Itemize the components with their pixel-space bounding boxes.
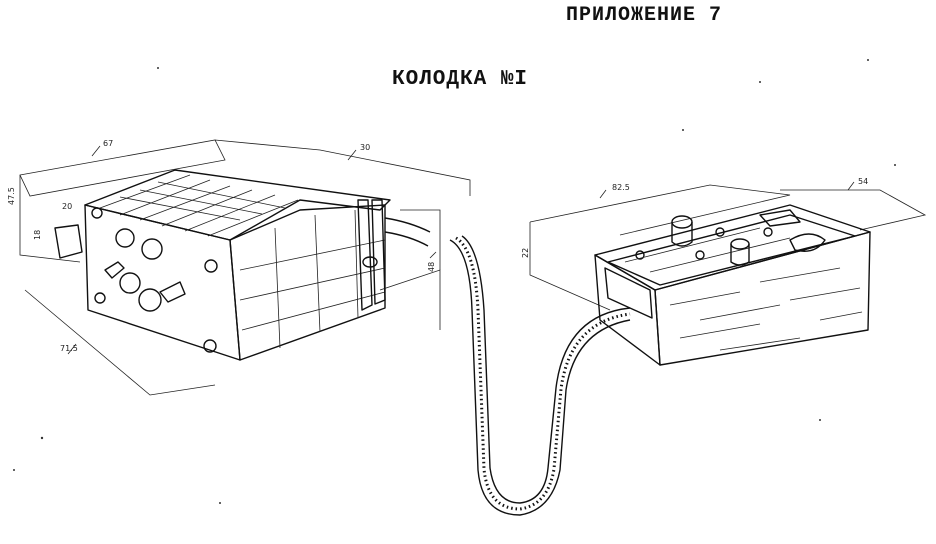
dim-left-top-depth: 30 — [360, 143, 370, 152]
dim-right-side-height: 22 — [521, 248, 530, 258]
dim-left-right-height: 48 — [427, 262, 436, 272]
corrugated-cable — [449, 235, 631, 516]
left-connector-block: 67 30 47.5 20 18 71.5 48 — [7, 139, 471, 396]
dim-left-top-width: 67 — [103, 139, 113, 148]
dim-left-side-small2: 18 — [33, 230, 42, 240]
dim-right-top-depth: 54 — [858, 177, 868, 186]
dim-right-top-width: 82.5 — [612, 183, 630, 192]
dim-left-bottom-width: 71.5 — [60, 344, 78, 353]
scan-specks — [13, 59, 896, 504]
right-socket-block: 82.5 54 22 — [521, 177, 927, 366]
dim-left-side-height: 47.5 — [7, 187, 16, 205]
block-title: КОЛОДКА №I — [392, 68, 529, 91]
dim-left-side-small: 20 — [62, 202, 72, 211]
appendix-heading: ПРИЛОЖЕНИЕ 7 — [566, 4, 723, 27]
